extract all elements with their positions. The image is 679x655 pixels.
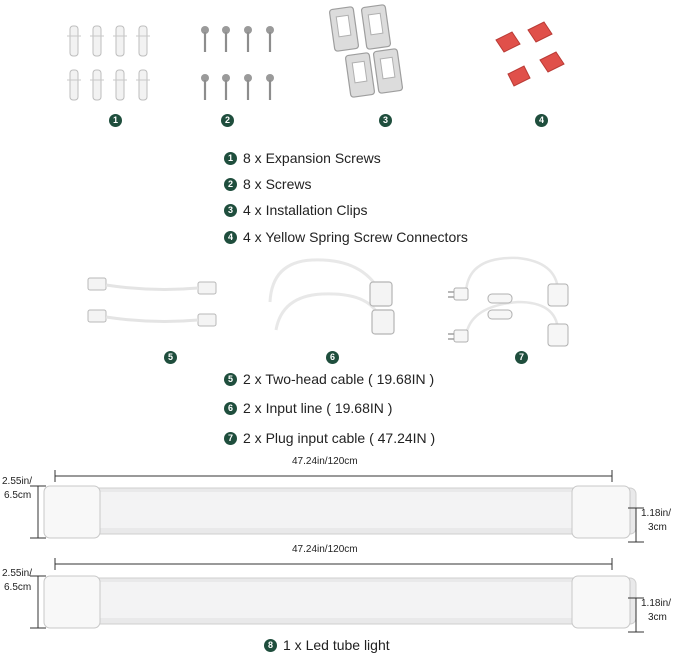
item-description: 2 x Input line ( 19.68IN )	[243, 400, 393, 416]
length-label: 47.24in/120cm	[292, 544, 358, 555]
cable-list-item: 6 2 x Input line ( 19.68IN )	[224, 400, 392, 416]
item-description: 4 x Installation Clips	[243, 202, 368, 218]
item-description: 2 x Two-head cable ( 19.68IN )	[243, 371, 435, 387]
length-label: 47.24in/120cm	[292, 456, 358, 467]
item-number-badge: 6	[224, 401, 237, 415]
light-list-item: 8 1 x Led tube light	[264, 637, 390, 653]
item-number-badge: 3	[379, 114, 392, 127]
item-description: 8 x Screws	[243, 176, 312, 192]
width-cm-label: 6.5cm	[4, 582, 32, 593]
length-dimension-line	[54, 470, 613, 482]
item-number-badge: 2	[224, 177, 237, 191]
cable-list-item: 5 2 x Two-head cable ( 19.68IN )	[224, 371, 434, 387]
item-description: 8 x Expansion Screws	[243, 150, 381, 166]
item-number-badge: 5	[224, 372, 237, 386]
cable-list-item: 7 2 x Plug input cable ( 47.24IN )	[224, 430, 435, 446]
item-number-badge: 1	[224, 151, 237, 165]
item-number-badge: 2	[221, 114, 234, 127]
two-head-cable-image	[87, 277, 217, 327]
item-description: 1 x Led tube light	[283, 637, 390, 653]
item-number-badge: 4	[535, 114, 548, 127]
width-inch-label: 2.55in/	[2, 568, 33, 579]
height-dimension-marker	[628, 597, 644, 633]
height-inch-label: 1.18in/	[641, 598, 672, 609]
screws-image	[201, 26, 274, 100]
item-number-badge: 3	[224, 203, 237, 217]
width-dimension-marker	[30, 575, 46, 629]
expansion-screws-image	[67, 25, 150, 101]
hardware-list-item: 1 8 x Expansion Screws	[224, 150, 381, 166]
width-dimension-marker	[30, 485, 46, 539]
width-cm-label: 6.5cm	[4, 490, 32, 501]
installation-clips-image	[328, 4, 404, 98]
width-inch-label: 2.55in/	[2, 476, 33, 487]
item-number-badge: 5	[164, 351, 177, 364]
height-cm-label: 3cm	[648, 522, 667, 533]
hardware-list-item: 2 8 x Screws	[224, 176, 311, 192]
item-number-badge: 1	[109, 114, 122, 127]
item-number-badge: 6	[326, 351, 339, 364]
item-number-badge: 7	[224, 431, 237, 445]
item-description: 2 x Plug input cable ( 47.24IN )	[243, 430, 436, 446]
height-cm-label: 3cm	[648, 612, 667, 623]
input-line-image	[268, 258, 395, 335]
item-number-badge: 4	[224, 230, 237, 244]
led-tube-light-image	[43, 485, 637, 539]
height-dimension-marker	[628, 507, 644, 543]
item-number-badge: 7	[515, 351, 528, 364]
spring-connectors-image	[495, 21, 565, 87]
led-tube-light-image	[43, 575, 637, 629]
hardware-list-item: 4 4 x Yellow Spring Screw Connectors	[224, 229, 468, 245]
length-dimension-line	[54, 558, 613, 570]
plug-input-cable-image	[448, 256, 569, 347]
hardware-list-item: 3 4 x Installation Clips	[224, 202, 368, 218]
item-description: 4 x Yellow Spring Screw Connectors	[243, 229, 468, 245]
item-number-badge: 8	[264, 638, 277, 652]
height-inch-label: 1.18in/	[641, 508, 672, 519]
